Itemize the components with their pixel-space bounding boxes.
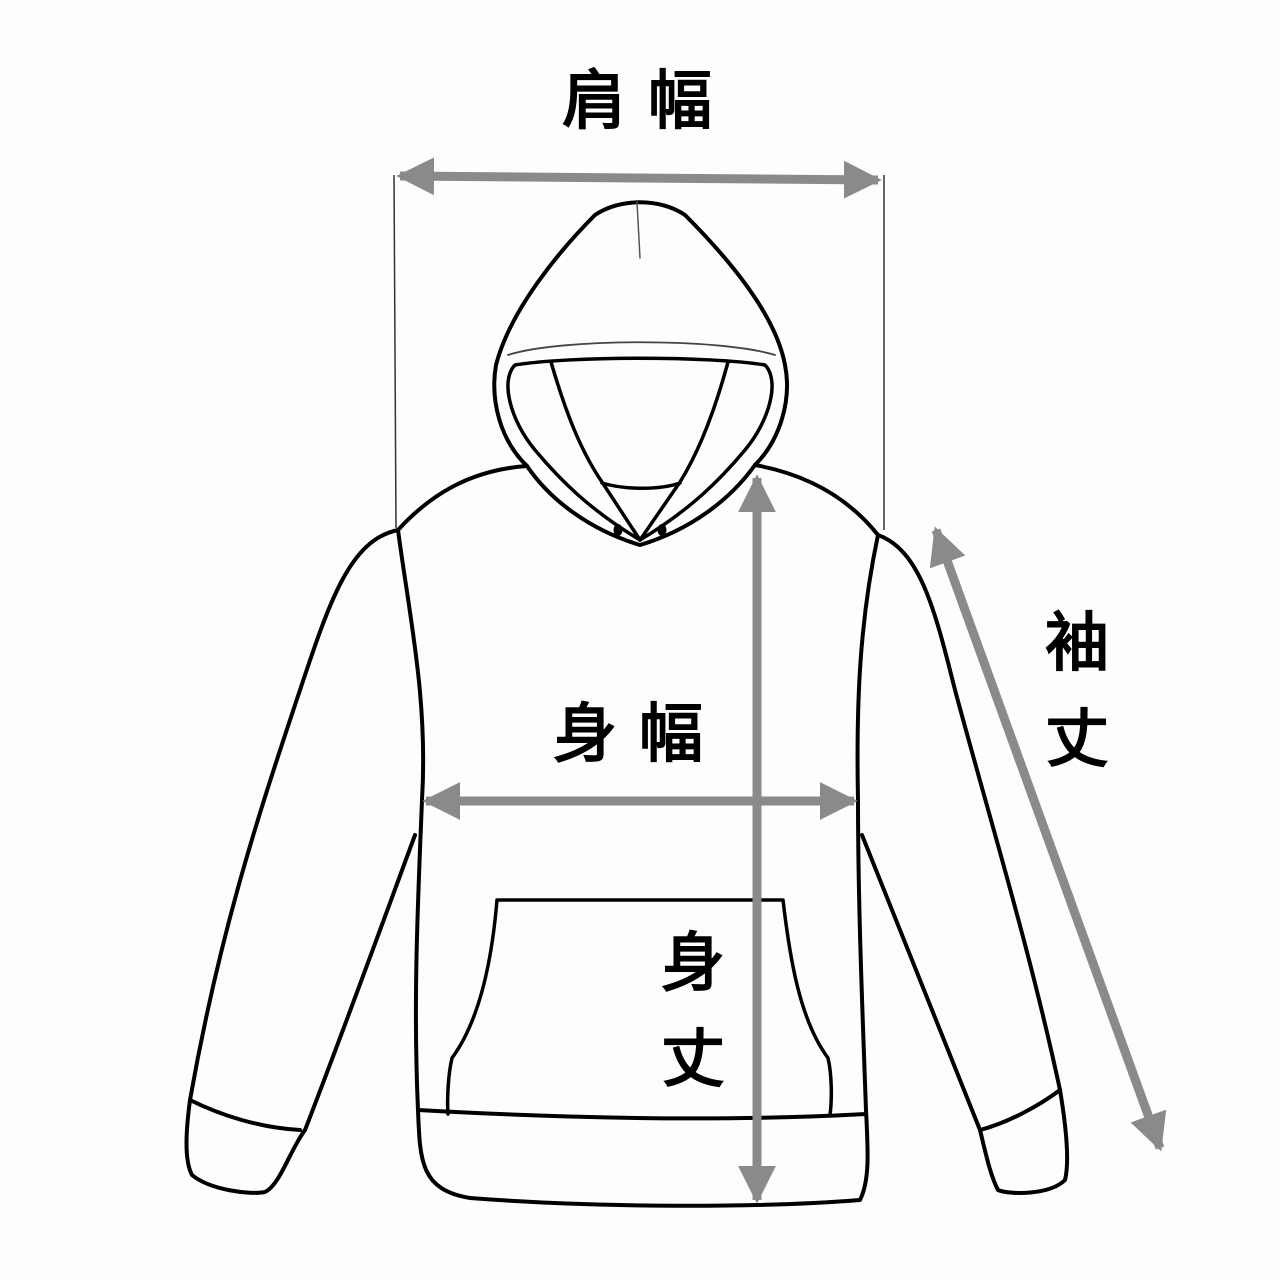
measurement-guides bbox=[393, 174, 885, 530]
body-length-char-2: 丈 bbox=[661, 1023, 725, 1097]
hem-seam bbox=[416, 1108, 868, 1121]
drawstring-hole-right bbox=[657, 524, 667, 536]
sleeve-length-arrow bbox=[929, 526, 1167, 1152]
sleeve-length-char-2: 丈 bbox=[1045, 703, 1109, 777]
shoulder-width-label: 肩幅 bbox=[562, 70, 734, 134]
body-width-text: 身幅 bbox=[553, 698, 725, 772]
left-cuff-seam bbox=[188, 1098, 302, 1132]
body-length-label: 身 丈 bbox=[658, 932, 728, 1124]
hood-inner bbox=[506, 356, 774, 542]
shoulder-width-text: 肩幅 bbox=[562, 65, 734, 139]
sleeve-length-label: 袖 丈 bbox=[1042, 612, 1112, 804]
neckline bbox=[600, 481, 682, 490]
shoulder-guide-left bbox=[393, 174, 397, 529]
hood-brim bbox=[507, 341, 776, 356]
kangaroo-pocket bbox=[445, 898, 834, 1117]
right-cuff-seam bbox=[978, 1088, 1062, 1132]
hood-face-right bbox=[638, 360, 730, 542]
sleeve-length-char-1: 袖 bbox=[1045, 607, 1109, 681]
shoulder-width-arrow bbox=[396, 157, 882, 199]
hood-face-left bbox=[549, 360, 642, 542]
drawstring-hole-left bbox=[613, 524, 623, 536]
left-sleeve bbox=[184, 528, 417, 1195]
body-length-char-1: 身 bbox=[661, 927, 725, 1001]
measurement-arrows bbox=[396, 157, 1167, 1204]
hood-outer bbox=[492, 200, 789, 547]
right-sleeve bbox=[860, 533, 1070, 1195]
hood-center-seam bbox=[636, 201, 641, 259]
body-width-label: 身幅 bbox=[553, 703, 725, 767]
hoodie-body bbox=[396, 463, 880, 1208]
